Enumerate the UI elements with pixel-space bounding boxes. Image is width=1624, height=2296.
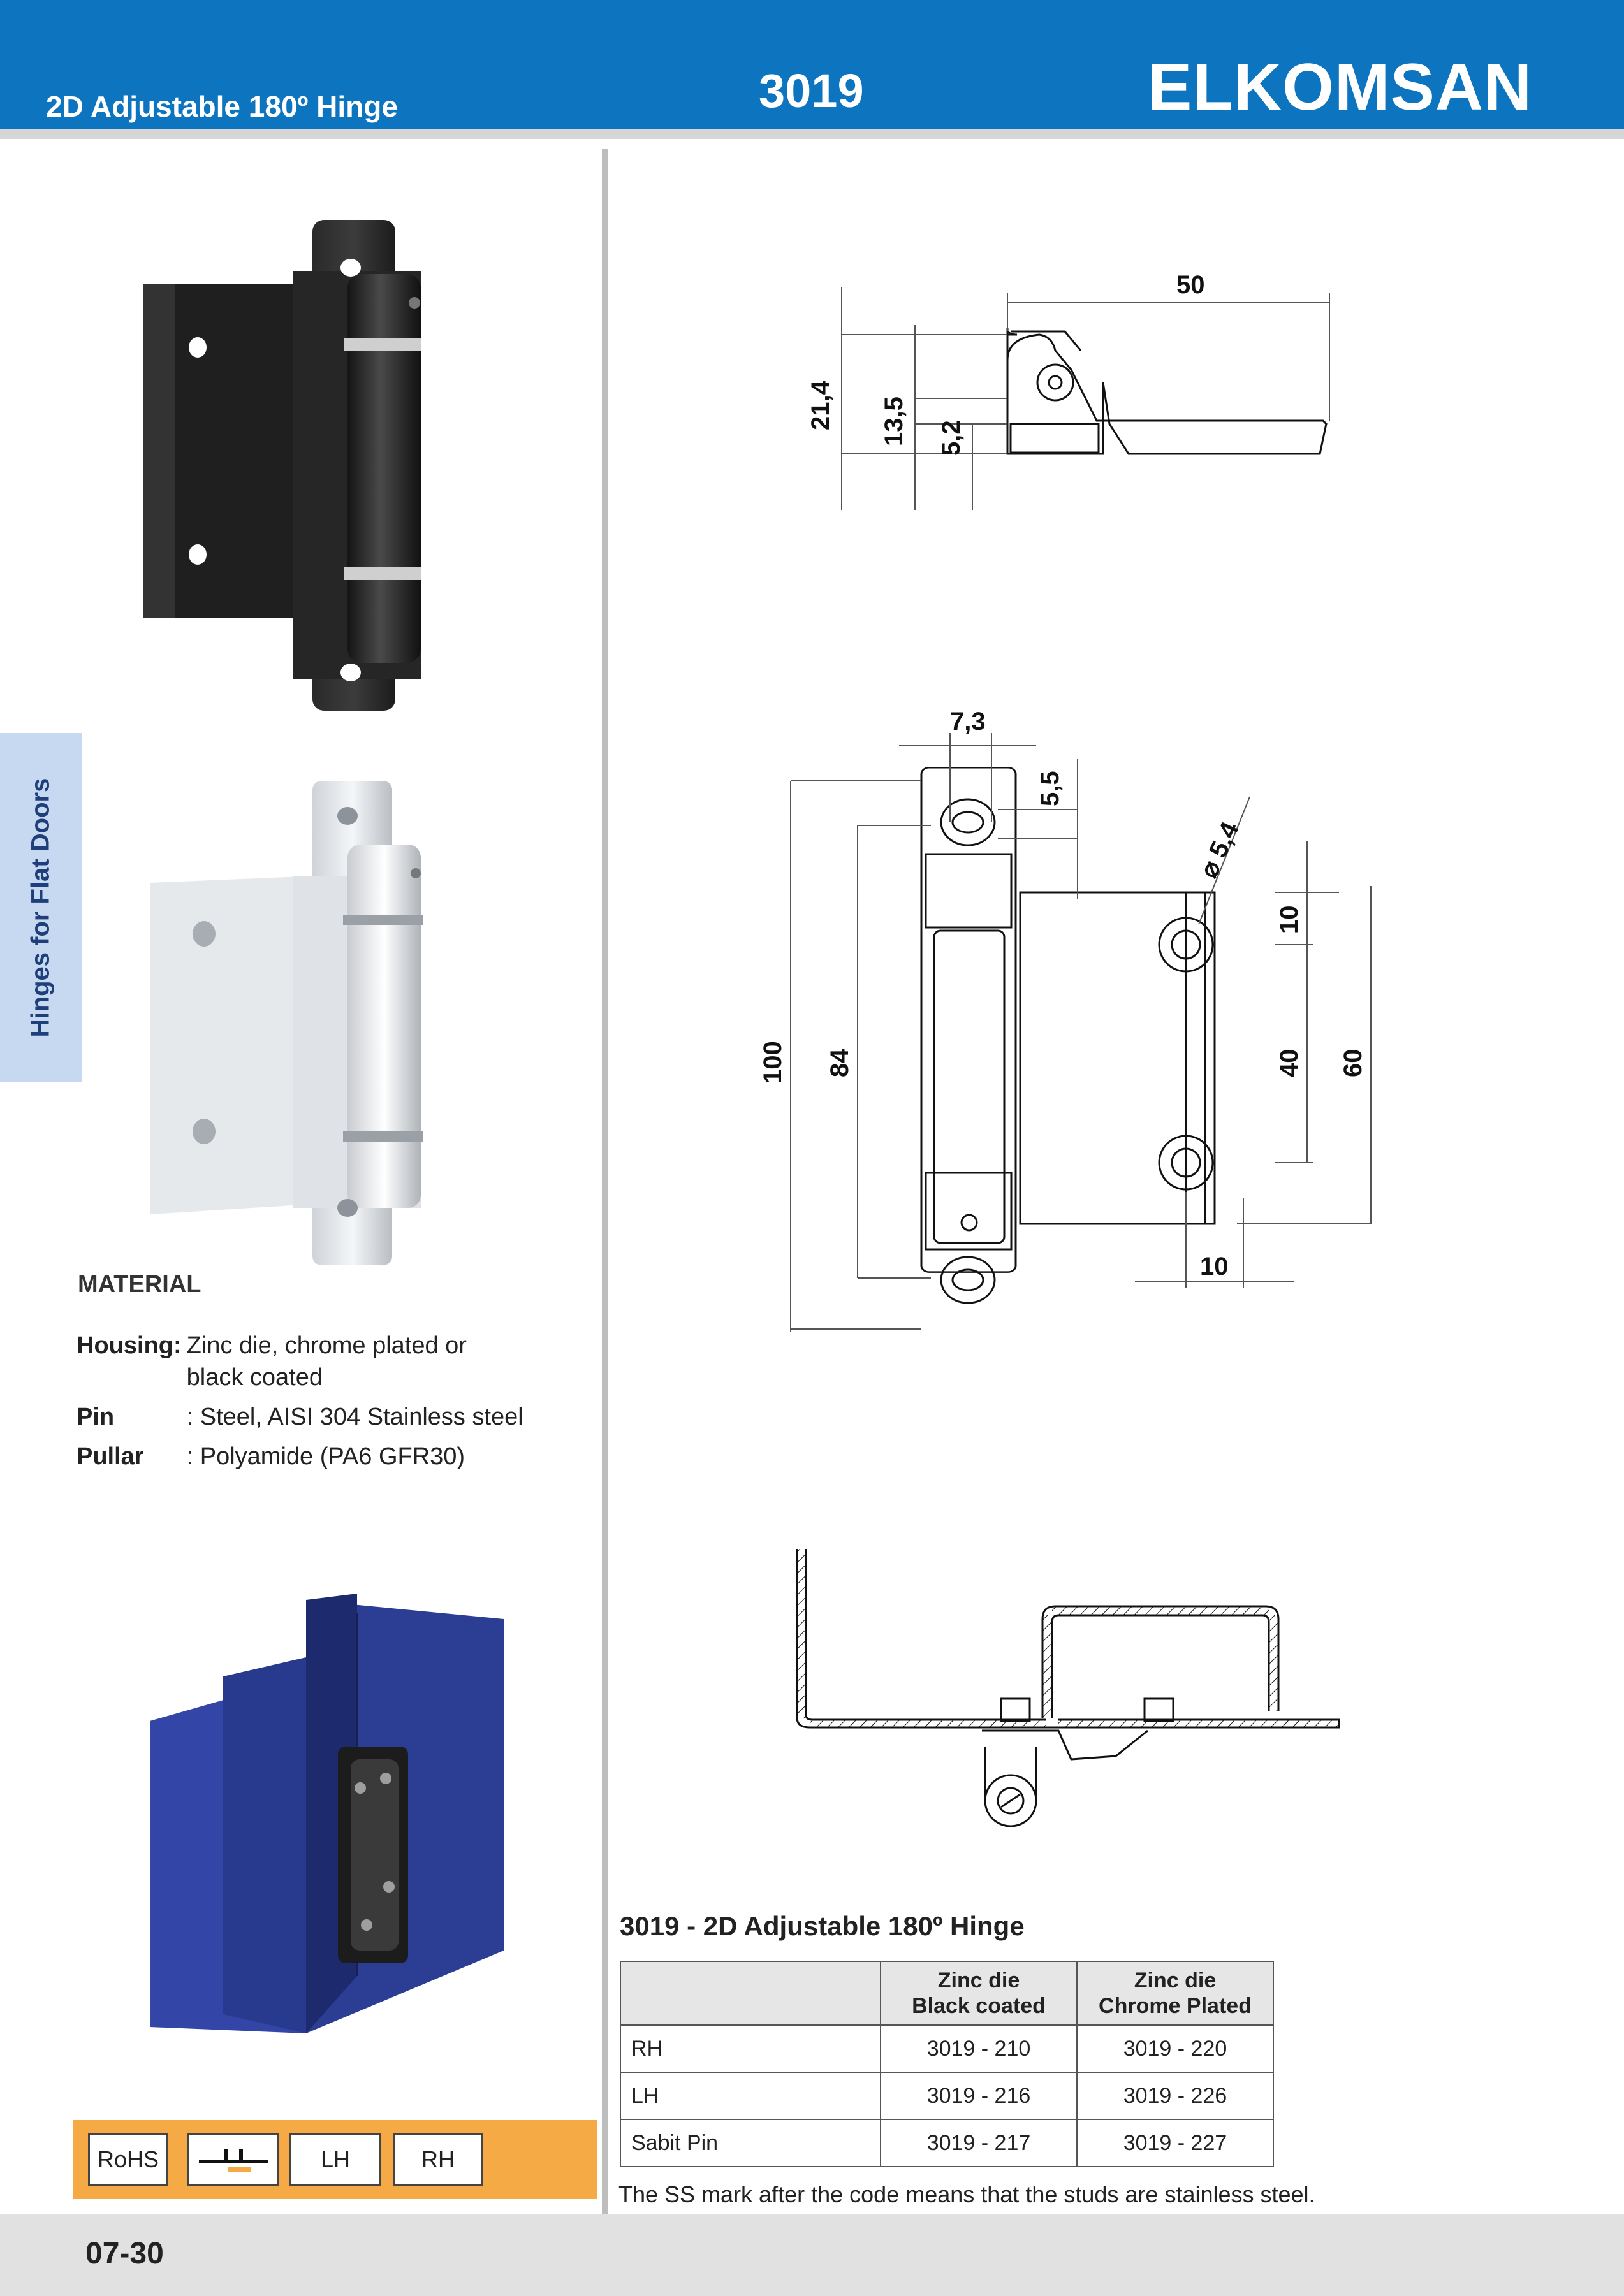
door-assembly-photo	[150, 1594, 504, 2033]
stainless-note: The SS mark after the code means that th…	[618, 2181, 1315, 2207]
header-line: Zinc die Chrome Plated	[1099, 1968, 1252, 2018]
rohs-badge: RoHS	[88, 2133, 168, 2186]
dim-slot: 5,5	[1036, 771, 1064, 806]
table-row: RH 3019 - 210 3019 - 220	[620, 2024, 1274, 2073]
code-chrome: 3019 - 226	[1076, 2072, 1274, 2120]
product-code: 3019	[759, 64, 864, 117]
side-tab: Hinges for Flat Doors	[0, 733, 82, 1082]
black-hinge-photo	[143, 220, 421, 711]
dim-total-height: 100	[759, 1041, 787, 1084]
material-value: : Polyamide (PA6 GFR30)	[186, 1443, 465, 1470]
code-black: 3019 - 210	[880, 2024, 1078, 2073]
code-black: 3019 - 217	[880, 2119, 1078, 2167]
dim-hole-diameter: ⌀ 5,4	[1194, 817, 1245, 882]
table-title: 3019 - 2D Adjustable 180º Hinge	[620, 1911, 1025, 1941]
chrome-hinge-photo	[150, 781, 423, 1265]
side-tab-label: Hinges for Flat Doors	[26, 778, 55, 1038]
badge-bar: RoHS LH RH	[73, 2120, 597, 2199]
row-label: RH	[620, 2024, 881, 2073]
material-row-pullar: Pullar : Polyamide (PA6 GFR30)	[77, 1439, 529, 1479]
product-name: 2D Adjustable 180º Hinge	[46, 90, 398, 123]
material-table: Housing: Zinc die, chrome plated or black…	[77, 1328, 529, 1479]
installation-section-drawing	[796, 1549, 1340, 1827]
material-key: Pin	[77, 1404, 115, 1430]
mount-type-icon	[187, 2133, 279, 2186]
material-value: Zinc die, chrome plated or	[186, 1332, 467, 1359]
row-label: LH	[620, 2072, 881, 2120]
column-divider	[602, 149, 608, 2214]
material-row-pin: Pin : Steel, AISI 304 Stainless steel	[77, 1400, 529, 1439]
dim-hole-pitch: 40	[1275, 1049, 1303, 1078]
dim-pin-gap: 7,3	[950, 708, 986, 736]
material-row-housing: Housing: Zinc die, chrome plated or black…	[77, 1328, 529, 1400]
lh-badge: LH	[289, 2133, 381, 2186]
page-footer: 07-30	[0, 2214, 1624, 2296]
side-view-drawing: 50 21,4 13,5 5,2	[807, 271, 1330, 510]
code-chrome: 3019 - 220	[1076, 2024, 1274, 2073]
material-key: Pullar	[77, 1443, 144, 1470]
dim-side-height-total: 21,4	[807, 380, 835, 430]
material-value: : Steel, AISI 304 Stainless steel	[186, 1404, 523, 1430]
rh-badge: RH	[393, 2133, 483, 2186]
material-value-cont: black coated	[186, 1364, 323, 1391]
dim-holes-span: 84	[826, 1049, 854, 1077]
header-line: Zinc die Black coated	[912, 1968, 1046, 2018]
dim-side-height-low: 5,2	[937, 420, 965, 456]
dim-side-height-mid: 13,5	[880, 396, 908, 446]
table-header-chrome: Zinc die Chrome Plated	[1076, 1961, 1274, 2026]
dim-edge: 10	[1200, 1253, 1229, 1281]
code-chrome: 3019 - 227	[1076, 2119, 1274, 2167]
brand-logo: ELKOMSAN	[1148, 50, 1533, 124]
table-header-blank	[620, 1961, 881, 2026]
code-black: 3019 - 216	[880, 2072, 1078, 2120]
table-row: Sabit Pin 3019 - 217 3019 - 227	[620, 2119, 1274, 2167]
page-header: 2D Adjustable 180º Hinge 3019 ELKOMSAN	[0, 0, 1624, 139]
table-header-row: Zinc die Black coated Zinc die Chrome Pl…	[620, 1961, 1274, 2026]
material-key: Housing:	[77, 1332, 182, 1359]
table-row: LH 3019 - 216 3019 - 226	[620, 2072, 1274, 2120]
table-header-black: Zinc die Black coated	[880, 1961, 1078, 2026]
dim-top-offset: 10	[1275, 906, 1303, 934]
product-table: Zinc die Black coated Zinc die Chrome Pl…	[620, 1961, 1274, 2167]
material-title: MATERIAL	[78, 1271, 201, 1298]
page-number: 07-30	[85, 2237, 164, 2271]
dim-side-width: 50	[1176, 271, 1205, 299]
front-view-drawing: 7,3 5,5 ⌀ 5,4 100 84 10 40 60 10	[759, 708, 1372, 1332]
row-label: Sabit Pin	[620, 2119, 881, 2167]
dim-leaf-height: 60	[1339, 1049, 1367, 1078]
